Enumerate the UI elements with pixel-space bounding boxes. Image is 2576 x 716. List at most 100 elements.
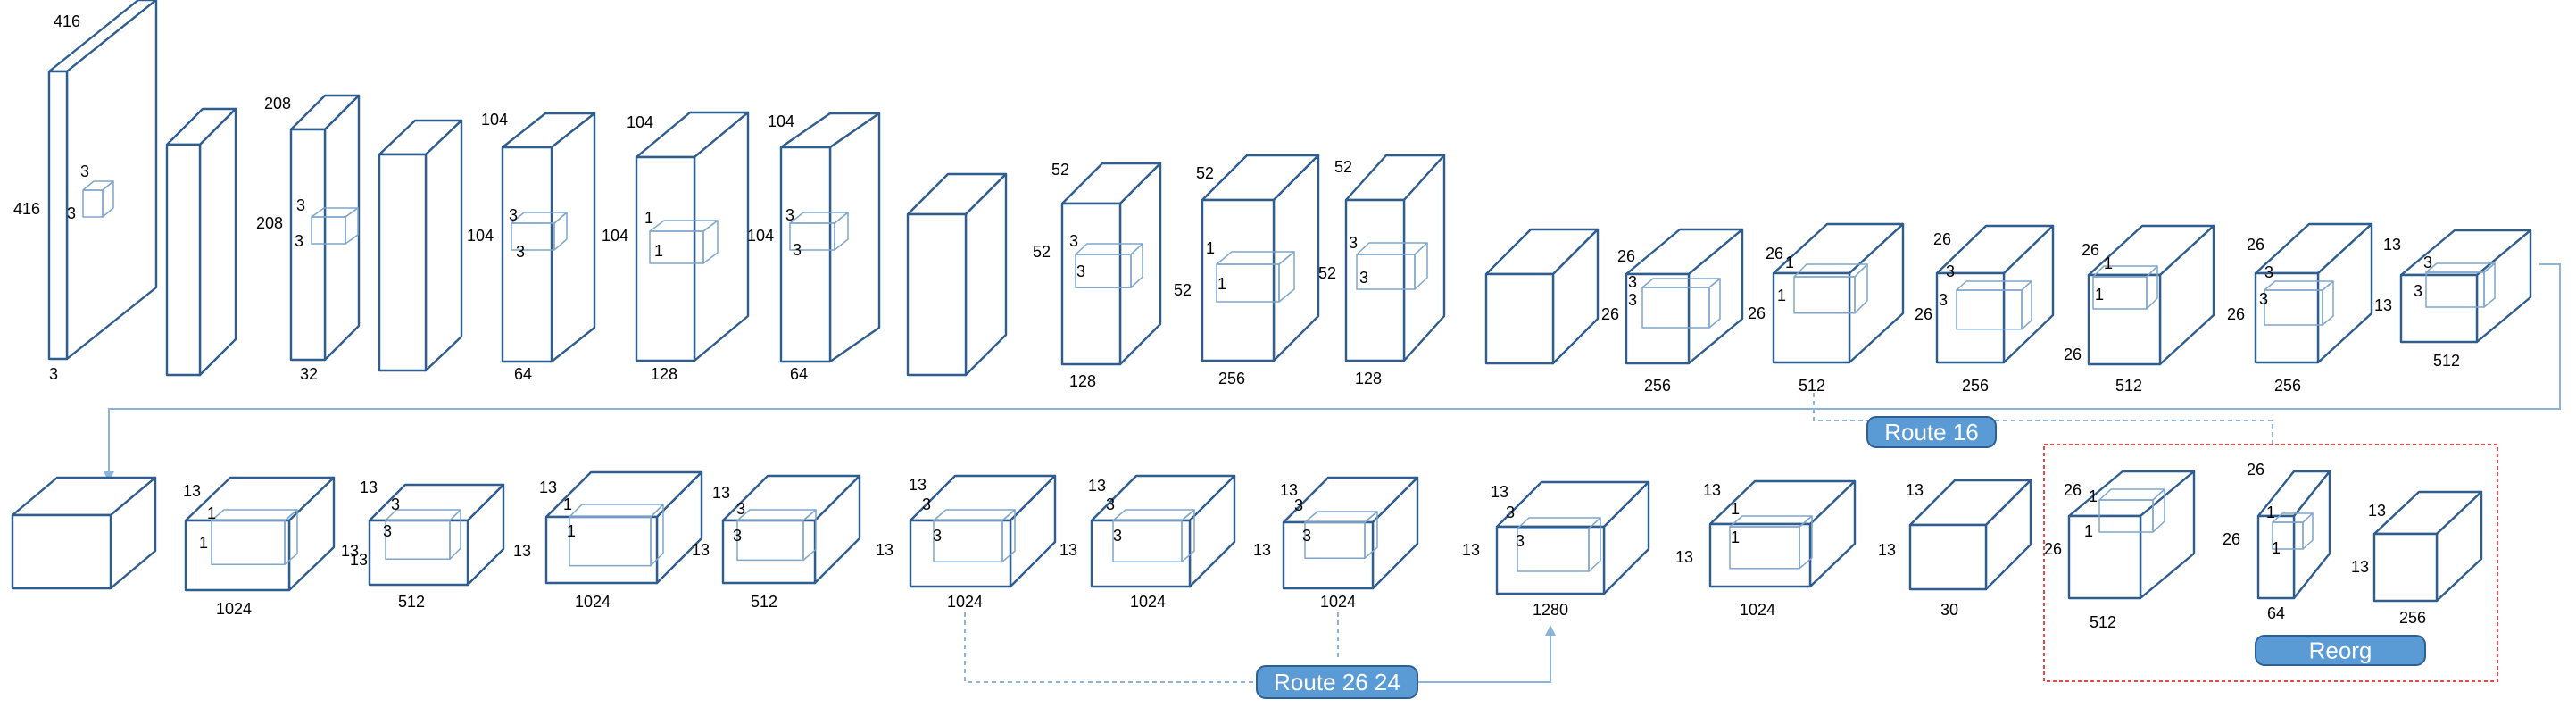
kernel-label: 1: [2272, 539, 2281, 557]
kernel-label: 3: [509, 206, 518, 224]
kernel-label: 3: [383, 522, 392, 540]
reorg-label: Reorg: [2255, 635, 2426, 666]
kernel-label: 1: [1777, 287, 1786, 304]
kernel-label: 3: [1302, 527, 1311, 545]
depth-label: 64: [790, 365, 808, 383]
side-label: 13: [341, 542, 359, 560]
kernel-label: 1: [1217, 275, 1226, 293]
depth-label: 256: [2274, 377, 2301, 395]
depth-label: 512: [1799, 377, 1825, 395]
depth-label: 512: [2433, 352, 2460, 370]
layer-l2: [165, 107, 237, 377]
size-label: 26: [1933, 230, 1951, 248]
kernel-label: 3: [1506, 504, 1515, 521]
side-label: 26: [2044, 540, 2062, 558]
side-label: 13: [692, 541, 710, 559]
side-label: 13: [1059, 541, 1077, 559]
kernel-label: 1: [644, 209, 653, 227]
depth-label: 1024: [1320, 593, 1356, 611]
layer-l4: [378, 119, 463, 372]
size-label: 13: [712, 484, 730, 502]
kernel-label: 1: [567, 522, 576, 540]
route2624-connector: [964, 612, 1259, 683]
kernel-label: 1: [199, 534, 208, 552]
kernel-label: 3: [516, 243, 525, 261]
kernel-l17: [2264, 280, 2334, 326]
depth-label: 3: [49, 365, 58, 383]
kernel-label: 1: [563, 495, 572, 513]
size-label: 26: [2247, 461, 2264, 479]
depth-label: 1024: [575, 593, 611, 611]
size-label: 52: [1051, 161, 1069, 179]
size-label: 13: [1906, 481, 1924, 499]
depth-label: 30: [1940, 601, 1958, 619]
depth-label: 128: [651, 365, 677, 383]
depth-label: 256: [1962, 377, 1989, 395]
route16-label-text: Route 16: [1884, 419, 1979, 445]
kernel-r2: [2272, 512, 2314, 550]
kernel-l27: [1517, 517, 1601, 572]
side-label: 416: [13, 200, 40, 218]
reorg-frame: [2043, 444, 2498, 682]
layer-l8: [906, 172, 1008, 377]
kernel-label: 1: [2084, 522, 2093, 540]
kernel-label: 3: [1069, 232, 1078, 250]
kernel-label: 3: [2414, 282, 2422, 300]
kernel-l22: [569, 504, 664, 567]
kernel-label: 3: [1946, 262, 1955, 280]
kernel-label: 3: [1113, 527, 1122, 545]
side-label: 13: [350, 551, 368, 569]
kernel-label: 3: [80, 162, 89, 180]
kernel-label: 1: [2104, 254, 2113, 272]
size-label: 13: [539, 479, 557, 496]
route2624-arrowhead: [1545, 625, 1556, 636]
size-label: 13: [1280, 481, 1298, 499]
kernel-label: 3: [1516, 532, 1525, 550]
side-label: 26: [2064, 346, 2082, 363]
kernel-l15: [1956, 280, 2032, 330]
size-label: 13: [909, 476, 927, 494]
size-label: 13: [1088, 477, 1106, 495]
route2624-label: Route 26 24: [1256, 665, 1418, 699]
side-label: 26: [2227, 305, 2245, 323]
kernel-label: 3: [2264, 263, 2273, 281]
kernel-label: 3: [793, 241, 802, 259]
connectors: [104, 263, 2561, 683]
depth-label: 1024: [216, 600, 252, 618]
kernel-label: 1: [2266, 504, 2275, 521]
side-label: 13: [1675, 548, 1693, 566]
depth-label: 64: [514, 365, 532, 383]
side-label: 26: [1915, 305, 1932, 323]
kernel-label: 1: [1731, 500, 1740, 518]
kernel-l11: [1356, 242, 1428, 290]
depth-label: 512: [398, 593, 425, 611]
depth-label: 128: [1355, 370, 1382, 387]
size-label: 208: [264, 95, 291, 112]
depth-label: 64: [2267, 604, 2285, 622]
side-label: 104: [747, 227, 774, 245]
size-label: 13: [183, 482, 201, 500]
route16-connector: [1813, 393, 2273, 445]
side-label: 52: [1318, 264, 1336, 282]
side-label: 104: [467, 227, 494, 245]
kernel-label: 3: [1628, 291, 1637, 309]
kernel-label: 1: [2089, 487, 2098, 505]
size-label: 26: [2247, 236, 2264, 254]
route2624-label-text: Route 26 24: [1274, 669, 1400, 695]
